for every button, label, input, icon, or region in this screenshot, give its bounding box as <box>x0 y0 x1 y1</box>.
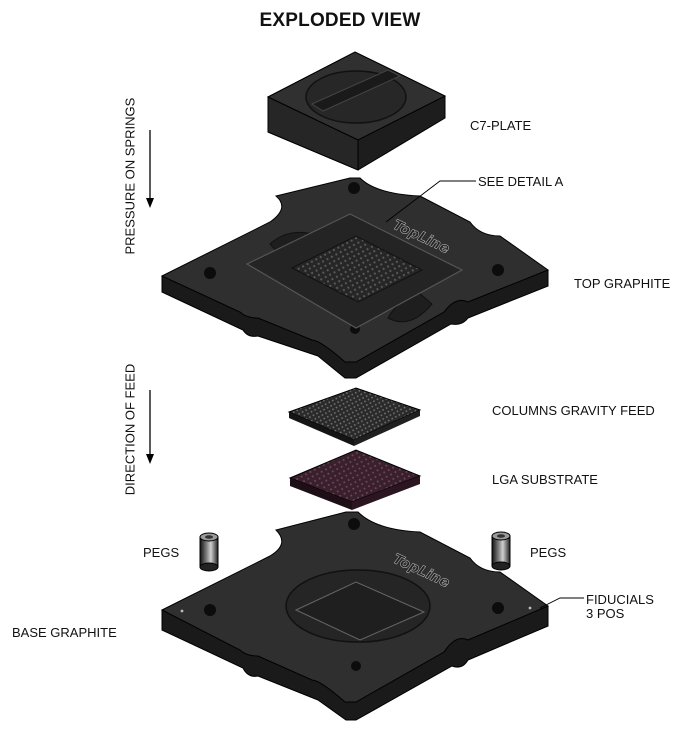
peg-left <box>199 532 219 572</box>
label-fiducials: FIDUCIALS <box>586 592 654 607</box>
label-pegs-right: PEGS <box>530 545 567 560</box>
label-base-graphite: BASE GRAPHITE <box>12 625 117 640</box>
label-top-graphite: TOP GRAPHITE <box>574 276 671 291</box>
feed-arrow <box>146 390 154 464</box>
fiducials-leader <box>539 597 584 609</box>
label-columns-gravity-feed: COLUMNS GRAVITY FEED <box>492 403 655 418</box>
top-graphite: TopLine <box>160 177 550 379</box>
peg-right <box>491 531 511 571</box>
columns-array <box>287 387 422 446</box>
label-direction-of-feed: DIRECTION OF FEED <box>122 363 138 496</box>
pressure-arrow <box>146 130 154 208</box>
page-title: EXPLODED VIEW <box>259 10 421 31</box>
label-pegs-left: PEGS <box>143 545 180 560</box>
label-lga-substrate: LGA SUBSTRATE <box>492 472 598 487</box>
label-see-detail-a: SEE DETAIL A <box>478 174 564 189</box>
label-pressure-on-springs: PRESSURE ON SPRINGS <box>122 97 138 255</box>
see-detail-leader <box>385 180 476 223</box>
base-graphite: TopLine <box>160 511 550 721</box>
c7-plate <box>266 51 447 171</box>
lga-substrate <box>288 449 422 510</box>
label-fiducials-3-pos: 3 POS <box>586 606 625 621</box>
label-c7-plate: C7-PLATE <box>470 118 532 133</box>
